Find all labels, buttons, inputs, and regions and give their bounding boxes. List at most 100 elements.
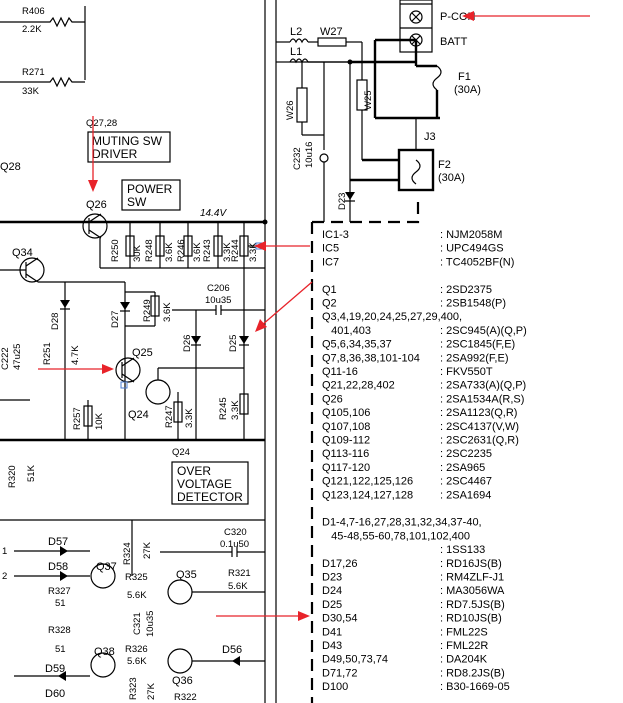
r324-value: 27K bbox=[142, 541, 153, 559]
transistor-q28-label: Q28 bbox=[0, 161, 21, 173]
parts-list-ref: D43 bbox=[322, 640, 342, 652]
parts-list-ref: IC5 bbox=[322, 243, 339, 255]
parts-list-part: : 2SA992(F,E) bbox=[440, 352, 508, 364]
parts-list-ref: D1-4,7-16,27,28,31,32,34,37-40, bbox=[322, 517, 482, 529]
batt-label: BATT bbox=[440, 36, 468, 48]
c206-value: 10u35 bbox=[205, 295, 231, 306]
connector-block: P-CON BATT bbox=[399, 0, 476, 53]
r320-label: R320 bbox=[7, 465, 18, 488]
parts-list-ref: Q117-120 bbox=[322, 462, 370, 474]
parts-list-ref: 401,403 bbox=[322, 325, 371, 337]
parts-list-part: : 2SA1123(Q,R) bbox=[440, 407, 517, 419]
parts-list-ref: D49,50,73,74 bbox=[322, 654, 388, 666]
parts-list-ref: 45-48,55-60,78,101,102,400 bbox=[322, 530, 470, 542]
parts-list-ref: Q107,108 bbox=[322, 421, 370, 433]
parts-list-part: : UPC494GS bbox=[440, 243, 504, 255]
parts-list-ref: Q2 bbox=[322, 298, 337, 310]
d26-label: D26 bbox=[182, 335, 193, 352]
parts-list-part: : NJM2058M bbox=[440, 229, 502, 241]
r249-value: 3.6K bbox=[162, 302, 173, 322]
parts-list-ref: D25 bbox=[322, 599, 342, 611]
d60-label: D60 bbox=[45, 688, 65, 700]
q26-label: Q26 bbox=[86, 199, 107, 211]
r246-value: 3.6K bbox=[192, 242, 203, 262]
parts-list-ref: Q26 bbox=[322, 393, 343, 405]
r245-value: 3.3K bbox=[230, 400, 241, 420]
transistor-q26: Q26 bbox=[82, 199, 108, 239]
input-filter: L1 L2 W27 W26 C232 10u16 bbox=[276, 26, 363, 222]
r249-label: R249 bbox=[142, 299, 153, 322]
fuse-f2-label: F2 bbox=[438, 159, 451, 171]
d59-label: D59 bbox=[45, 663, 65, 675]
d28-label: D28 bbox=[50, 313, 61, 330]
c222-value: 47u25 bbox=[12, 344, 23, 370]
overvoltage-detector-circuit: D28 D27 R249 3.6K C206 10u35 D26 D25 C22… bbox=[0, 268, 265, 458]
parts-list-part: : RD8.2JS(B) bbox=[440, 667, 505, 679]
fuse-f1-rating: (30A) bbox=[454, 84, 481, 96]
parts-list-part: : 2SA965 bbox=[440, 462, 485, 474]
parts-list-ref: Q7,8,36,38,101-104 bbox=[322, 352, 420, 364]
parts-list-part: : FML22R bbox=[440, 640, 488, 652]
parts-list-part: : MA3056WA bbox=[440, 585, 505, 597]
diode-d23-label: D23 bbox=[337, 193, 348, 210]
q38-label: Q38 bbox=[94, 646, 115, 658]
d25-label: D25 bbox=[228, 335, 239, 352]
c321-label: C321 bbox=[132, 612, 143, 635]
parts-list-ref: D17,26 bbox=[322, 558, 357, 570]
parts-list-ref: Q3,4,19,20,24,25,27,29,400, bbox=[322, 311, 462, 323]
parts-list-part: : RD7.5JS(B) bbox=[440, 599, 505, 611]
parts-list-ref: D23 bbox=[322, 572, 342, 584]
r322-label: R322 bbox=[174, 692, 197, 703]
r243-label: R243 bbox=[202, 239, 213, 262]
r323-label: R323 bbox=[128, 677, 139, 700]
c320-label: C320 bbox=[224, 527, 247, 538]
parts-list-ref: Q121,122,125,126 bbox=[322, 476, 413, 488]
parts-list-ref: IC1-3 bbox=[322, 229, 349, 241]
r328-label: R328 bbox=[48, 625, 71, 636]
d56-label: D56 bbox=[222, 644, 242, 656]
parts-list-ref: Q5,6,34,35,37 bbox=[322, 339, 392, 351]
r257-label: R257 bbox=[72, 407, 83, 430]
ov-voltage-text: VOLTAGE bbox=[177, 477, 232, 491]
parts-list-part: : DA204K bbox=[440, 654, 488, 666]
parts-list-ref: D100 bbox=[322, 681, 348, 693]
q35-label: Q35 bbox=[176, 569, 197, 581]
parts-list-part: : 2SA1694 bbox=[440, 489, 491, 501]
parts-list-part: : 2SC4137(V,W) bbox=[440, 421, 519, 433]
jumper-j3-label: J3 bbox=[424, 131, 436, 143]
parts-list-part: : 1SS133 bbox=[440, 544, 485, 556]
fuse-f2-rating: (30A) bbox=[438, 172, 465, 184]
driver-text: DRIVER bbox=[92, 147, 138, 161]
resistor-r271-value: 33K bbox=[22, 86, 40, 97]
resistor-r406-value: 2.2K bbox=[22, 24, 42, 35]
over-voltage-detector-block: OVER VOLTAGE DETECTOR bbox=[171, 461, 249, 505]
parts-list-ref: Q109-112 bbox=[322, 435, 370, 447]
parts-list-ref: Q113-116 bbox=[322, 448, 369, 460]
parts-list-ref: D71,72 bbox=[322, 667, 357, 679]
r320-value: 51K bbox=[26, 464, 37, 482]
capacitor-c232-value: 10u16 bbox=[304, 142, 315, 168]
r257-value: 10K bbox=[94, 412, 105, 430]
r323-value: 27K bbox=[146, 682, 157, 700]
resistor-r406-label: R406 bbox=[22, 6, 45, 17]
r251-label: R251 bbox=[42, 342, 53, 365]
r251-value: 4.7K bbox=[70, 345, 81, 365]
ov-over-text: OVER bbox=[177, 464, 211, 478]
parts-list-ref: IC7 bbox=[322, 256, 339, 268]
r243-value: 3.3K bbox=[222, 242, 233, 262]
ov-detector-text: DETECTOR bbox=[177, 490, 243, 504]
coil-l1-label: L1 bbox=[290, 46, 302, 58]
parts-list-ref: D41 bbox=[322, 626, 342, 638]
parts-list-ref: D24 bbox=[322, 585, 342, 597]
r324-label: R324 bbox=[122, 542, 133, 565]
capacitor-c232-label: C232 bbox=[292, 147, 303, 170]
input-2-label: 2 bbox=[2, 571, 7, 582]
r326-value: 5.6K bbox=[127, 656, 147, 667]
parts-list-part: : FKV550T bbox=[440, 366, 493, 378]
parts-list-ref: Q11-16 bbox=[322, 366, 358, 378]
q25-label: Q25 bbox=[132, 347, 153, 359]
r248-label: R248 bbox=[144, 239, 155, 262]
q34-label: Q34 bbox=[12, 247, 33, 259]
